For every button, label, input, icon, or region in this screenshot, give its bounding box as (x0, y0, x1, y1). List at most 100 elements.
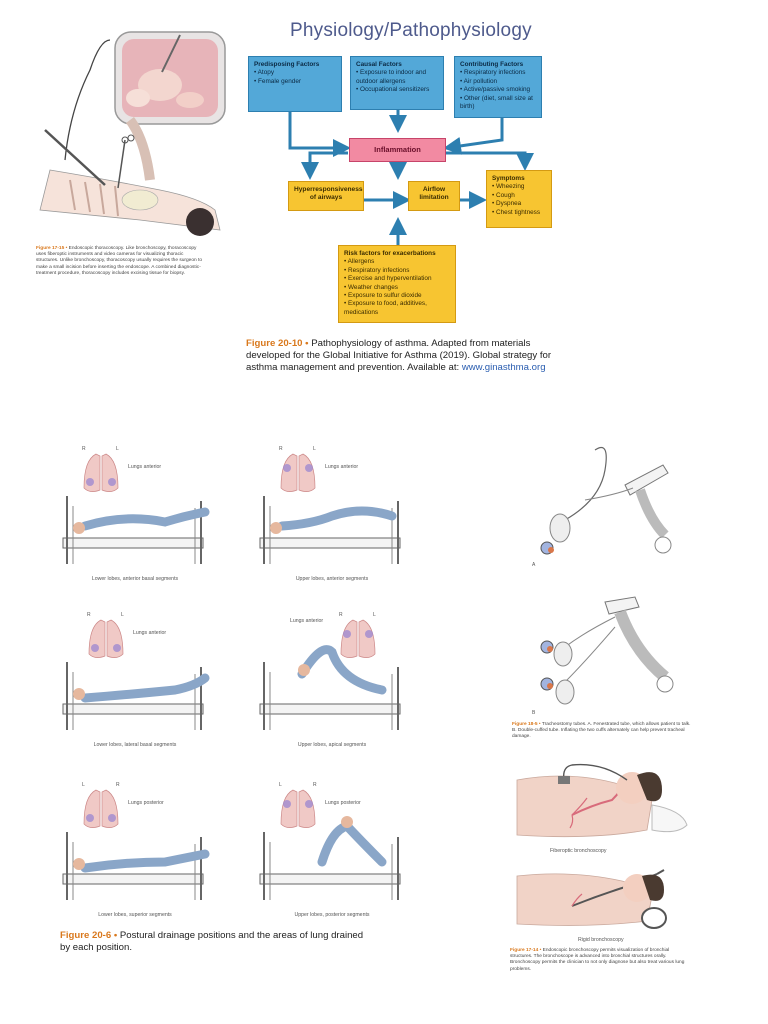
lung-side-right-label: R (82, 446, 86, 452)
contributing-heading: Contributing Factors (460, 61, 524, 68)
risk-item: Allergens (344, 258, 450, 266)
tube-a-label: A (532, 562, 536, 568)
asthma-caption-fig: Figure 20-10 • (246, 338, 309, 349)
lung-side-right-label: R (339, 612, 343, 618)
symptoms-box: Symptoms Wheezing Cough Dyspnea Chest ti… (486, 170, 552, 228)
hyperresponsiveness-box: Hyperresponsiveness of airways (288, 181, 364, 211)
lung-side-left-label: R (313, 782, 317, 788)
lung-side-left-label: L (116, 446, 119, 452)
symptoms-item: Chest tightness (492, 209, 546, 217)
lungs-icon (83, 789, 119, 828)
symptoms-item: Dyspnea (492, 200, 546, 208)
lung-view-label: Lungs posterior (128, 800, 164, 806)
inflammation-box: Inflammation (349, 138, 446, 162)
predisposing-item: Female gender (254, 78, 336, 86)
asthma-caption-link[interactable]: www.ginasthma.org (461, 362, 546, 374)
bronchoscopy-caption-fig: Figure 17-14 • (510, 948, 542, 953)
lung-side-right-label: R (87, 612, 91, 618)
drainage-panel-caption: Lower lobes, lateral basal segments (93, 742, 177, 748)
airflow-label: Airflow limitation (419, 186, 449, 202)
tracheostomy-caption-text: Tracheostomy tubes. A. Fenestrated tube,… (512, 722, 691, 740)
risk-item: Respiratory infections (344, 267, 450, 275)
symptoms-item: Cough (492, 192, 546, 200)
thoracoscopy-caption-fig: Figure 17-15 • (36, 246, 68, 251)
symptoms-heading: Symptoms (492, 175, 525, 182)
drainage-illustration (259, 789, 401, 900)
lungs-icon (340, 619, 376, 658)
bronchoscopy-caption: Figure 17-14 • Endoscopic bronchoscopy p… (510, 948, 692, 973)
tracheostomy-caption: Figure 18-5 • Tracheostomy tubes. A. Fen… (512, 722, 692, 741)
risk-heading: Risk factors for exacerbations (344, 250, 436, 257)
drainage-panel-caption: Upper lobes, apical segments (297, 742, 367, 748)
drainage-illustration (62, 789, 210, 900)
risk-item: Weather changes (344, 284, 450, 292)
risk-factors-box: Risk factors for exacerbations Allergens… (338, 245, 456, 323)
causal-item: Occupational sensitizers (356, 86, 438, 94)
risk-item: Exposure to food, additives, medications (344, 300, 450, 317)
flowchart-arrows (288, 110, 534, 245)
contributing-item: Other (diet, small size at birth) (460, 95, 536, 112)
drainage-panel-caption: Upper lobes, posterior segments (294, 912, 370, 918)
contributing-factors-box: Contributing Factors Respiratory infecti… (454, 56, 542, 118)
drainage-caption: Figure 20-6 • Postural drainage position… (60, 930, 370, 954)
thoracoscopy-illustration (39, 31, 226, 236)
causal-factors-box: Causal Factors Exposure to indoor and ou… (350, 56, 444, 110)
page-title: Physiology/Pathophysiology (290, 20, 532, 41)
lung-side-right-label: L (279, 782, 282, 788)
lungs-icon (280, 453, 316, 492)
lung-view-label: Lungs anterior (290, 618, 324, 624)
bronchoscopy-caption-text: Endoscopic bronchoscopy permits visualiz… (510, 948, 685, 972)
drainage-illustration (259, 453, 401, 564)
rigid-bronchoscopy-illustration (516, 869, 667, 929)
asthma-caption: Figure 20-10 • Pathophysiology of asthma… (246, 338, 561, 375)
drainage-panel-caption: Lower lobes, superior segments (98, 912, 172, 918)
lung-side-left-label: L (373, 612, 376, 618)
lung-side-right-label: L (82, 782, 85, 788)
lung-view-label: Lungs anterior (128, 464, 162, 470)
causal-heading: Causal Factors (356, 61, 402, 68)
symptoms-item: Wheezing (492, 183, 546, 191)
lungs-icon (83, 453, 119, 492)
risk-item: Exposure to sulfur dioxide (344, 292, 450, 300)
lung-side-left-label: R (116, 782, 120, 788)
predisposing-item: Atopy (254, 69, 336, 77)
thoracoscopy-caption-text: Endoscopic thoracoscopy. Like bronchosco… (36, 246, 203, 276)
tracheostomy-tube-a (540, 446, 672, 555)
lungs-icon (280, 789, 316, 828)
lung-side-right-label: R (279, 446, 283, 452)
drainage-panel-caption: Upper lobes, anterior segments (295, 576, 369, 582)
causal-item: Exposure to indoor and outdoor allergens (356, 69, 438, 86)
drainage-panel-caption: Lower lobes, anterior basal segments (91, 576, 179, 582)
drainage-illustration (62, 453, 210, 564)
lung-view-label: Lungs anterior (133, 630, 167, 636)
asthma-caption-text: Pathophysiology of asthma. Adapted from … (246, 338, 552, 374)
drainage-caption-text: Postural drainage positions and the area… (60, 930, 364, 954)
fiberoptic-bronchoscopy-illustration (516, 763, 688, 838)
inflammation-label: Inflammation (374, 145, 421, 154)
drainage-caption-fig: Figure 20-6 • (60, 930, 118, 941)
lungs-icon (88, 619, 124, 658)
contributing-item: Respiratory infections (460, 69, 536, 77)
drainage-illustration (259, 619, 401, 730)
contributing-item: Active/passive smoking (460, 86, 536, 94)
rigid-label: Rigid bronchoscopy (578, 937, 624, 943)
thoracoscopy-caption: Figure 17-15 • Endoscopic thoracoscopy. … (36, 246, 206, 277)
tracheostomy-tube-b (540, 596, 674, 705)
risk-item: Exercise and hyperventilation (344, 275, 450, 283)
tube-b-label: B (532, 710, 536, 716)
drainage-illustration (62, 619, 210, 730)
hyperresponsiveness-label: Hyperresponsiveness of airways (294, 186, 363, 202)
lung-side-left-label: L (121, 612, 124, 618)
lung-view-label: Lungs posterior (325, 800, 361, 806)
predisposing-factors-box: Predisposing Factors Atopy Female gender (248, 56, 342, 112)
fiberoptic-label: Fiberoptic bronchoscopy (550, 848, 607, 854)
tracheostomy-caption-fig: Figure 18-5 • (512, 722, 541, 727)
contributing-item: Air pollution (460, 78, 536, 86)
airflow-limitation-box: Airflow limitation (408, 181, 460, 211)
